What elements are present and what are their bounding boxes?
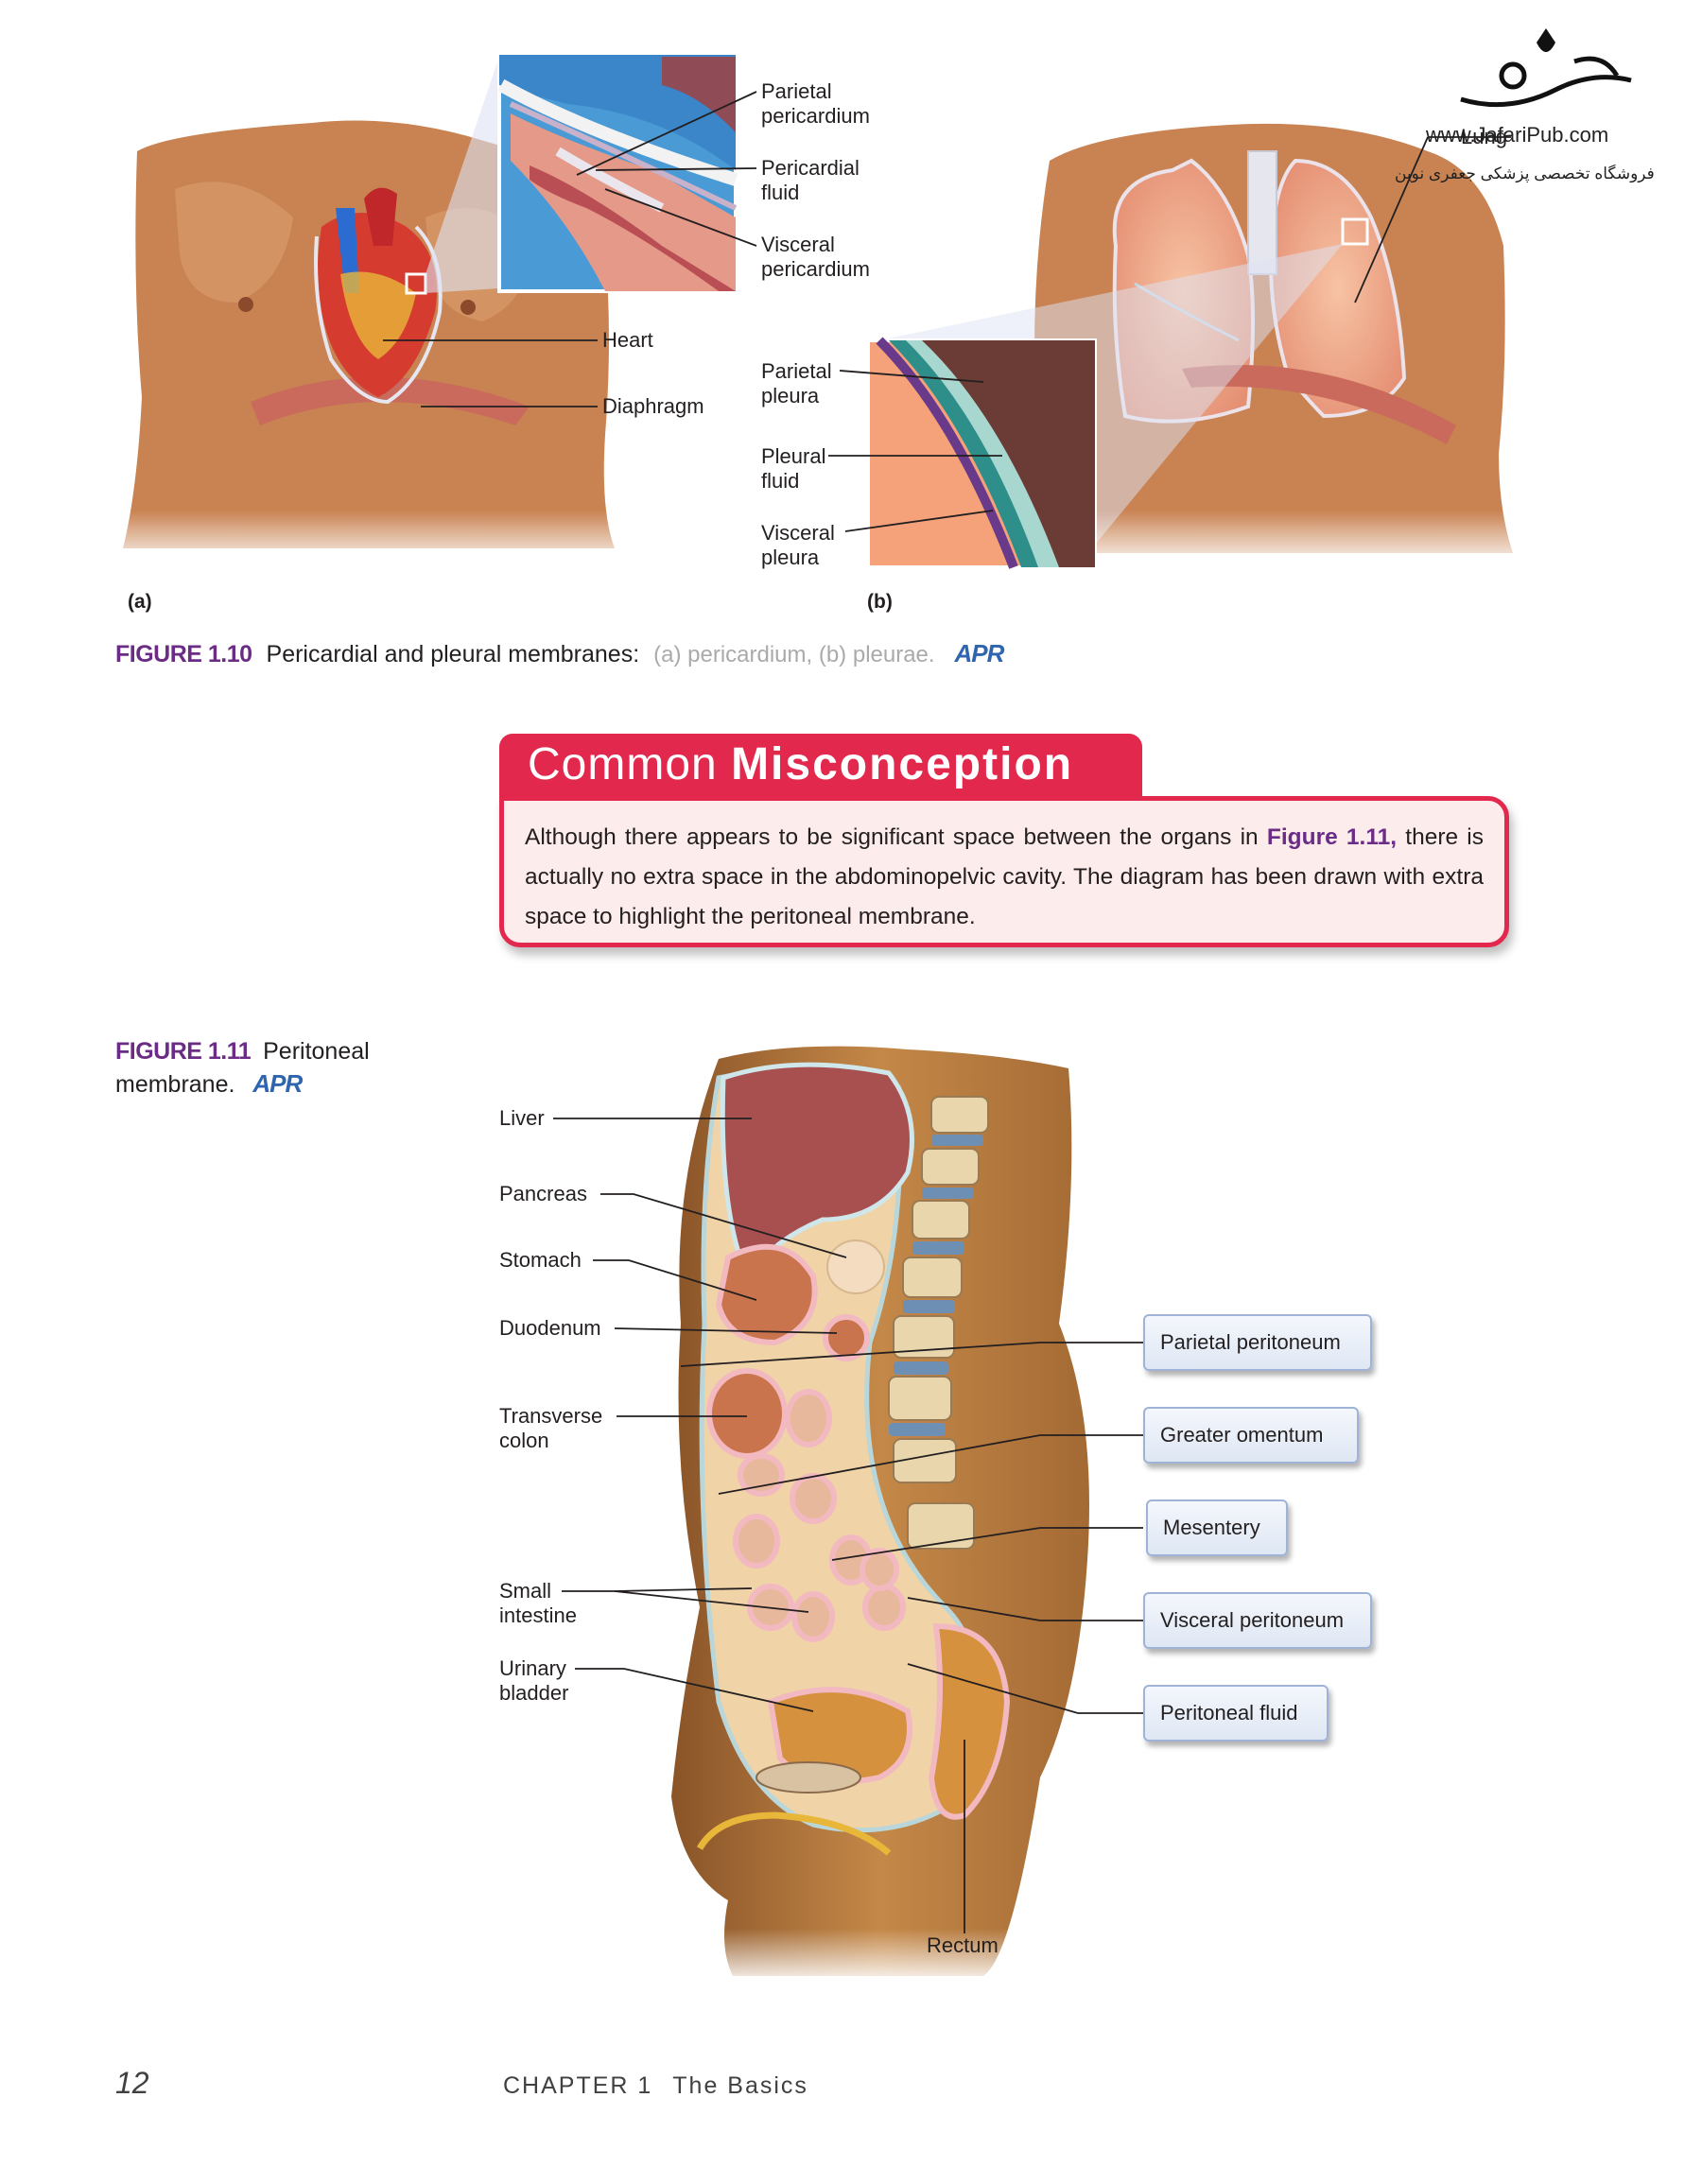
label-parietal-pericardium: Parietal pericardium <box>761 79 870 128</box>
misconception-box: Although there appears to be significant… <box>499 796 1509 947</box>
label-small-intestine: Small intestine <box>499 1579 577 1627</box>
watermark-site[interactable]: www.JafariPub.com <box>1426 123 1609 147</box>
pericardium-illustration <box>0 57 662 567</box>
pleura-inset <box>866 337 1097 569</box>
leader-lines <box>383 91 1511 1933</box>
label-rectum: Rectum <box>927 1933 999 1957</box>
label-liver: Liver <box>499 1106 545 1130</box>
watermark <box>1390 24 1702 132</box>
label-lung: Lung <box>1461 125 1507 148</box>
label-visceral-peritoneum: Visceral peritoneum <box>1143 1592 1372 1649</box>
figure-1-11-caption-text-2: membrane. <box>115 1071 235 1098</box>
label-stomach: Stomach <box>499 1248 582 1272</box>
pericardium-inset <box>497 53 738 293</box>
chapter-footer: CHAPTER 1 The Basics <box>503 2072 808 2100</box>
panel-b-label: (b) <box>867 591 893 613</box>
misconception-text-after: there is actually no extra space in the … <box>525 824 1484 929</box>
misconception-text-before: Although there appears to be significant… <box>525 824 1267 850</box>
misconception-title: Common Misconception <box>499 734 1142 796</box>
label-heart: Heart <box>602 328 653 352</box>
label-visceral-pleura: Visceral pleura <box>761 521 835 569</box>
page-number: 12 <box>115 2066 149 2100</box>
label-parietal-peritoneum: Parietal peritoneum <box>1143 1314 1372 1371</box>
label-transverse-colon: Transverse colon <box>499 1404 603 1452</box>
label-duodenum: Duodenum <box>499 1316 601 1340</box>
figure-1-10-caption: FIGURE 1.10 Pericardial and pleural memb… <box>115 639 1005 668</box>
peritoneum-illustration <box>662 1046 1116 1985</box>
watermark-logo-icon <box>1460 28 1632 108</box>
chapter-title: The Basics <box>672 2072 808 2099</box>
label-diaphragm: Diaphragm <box>602 394 704 418</box>
label-urinary-bladder: Urinary bladder <box>499 1656 569 1705</box>
label-visceral-pericardium: Visceral pericardium <box>761 233 870 281</box>
misconception-title-bold: Misconception <box>731 739 1074 789</box>
label-peritoneal-fluid: Peritoneal fluid <box>1143 1685 1329 1742</box>
panel-a-label: (a) <box>128 591 152 613</box>
figure-1-11-caption: FIGURE 1.11 Peritoneal membrane. APR <box>115 1035 370 1101</box>
watermark-subtitle: فروشگاه تخصصی پزشکی جعفری نوین <box>1395 165 1655 182</box>
misconception-title-light: Common <box>528 739 718 789</box>
label-pancreas: Pancreas <box>499 1182 587 1205</box>
figure-1-10-caption-text: Pericardial and pleural membranes: <box>266 641 640 667</box>
figure-1-10-caption-parts: (a) pericardium, (b) pleurae. <box>653 642 935 667</box>
label-pleural-fluid: Pleural fluid <box>761 444 826 493</box>
label-pericardial-fluid: Pericardial fluid <box>761 156 860 204</box>
apr-icon[interactable]: APR <box>954 639 1005 667</box>
figure-1-10-number: FIGURE 1.10 <box>115 641 252 667</box>
label-mesentery: Mesentery <box>1146 1499 1288 1556</box>
figure-1-11-caption-text: Peritoneal <box>263 1038 370 1065</box>
apr-icon[interactable]: APR <box>252 1069 303 1098</box>
chapter-number: CHAPTER 1 <box>503 2072 653 2099</box>
figure-1-11-number: FIGURE 1.11 <box>115 1038 252 1065</box>
label-parietal-pleura: Parietal pleura <box>761 359 832 407</box>
label-greater-omentum: Greater omentum <box>1143 1407 1359 1464</box>
figure-1-11-link[interactable]: Figure 1.11, <box>1266 824 1398 850</box>
